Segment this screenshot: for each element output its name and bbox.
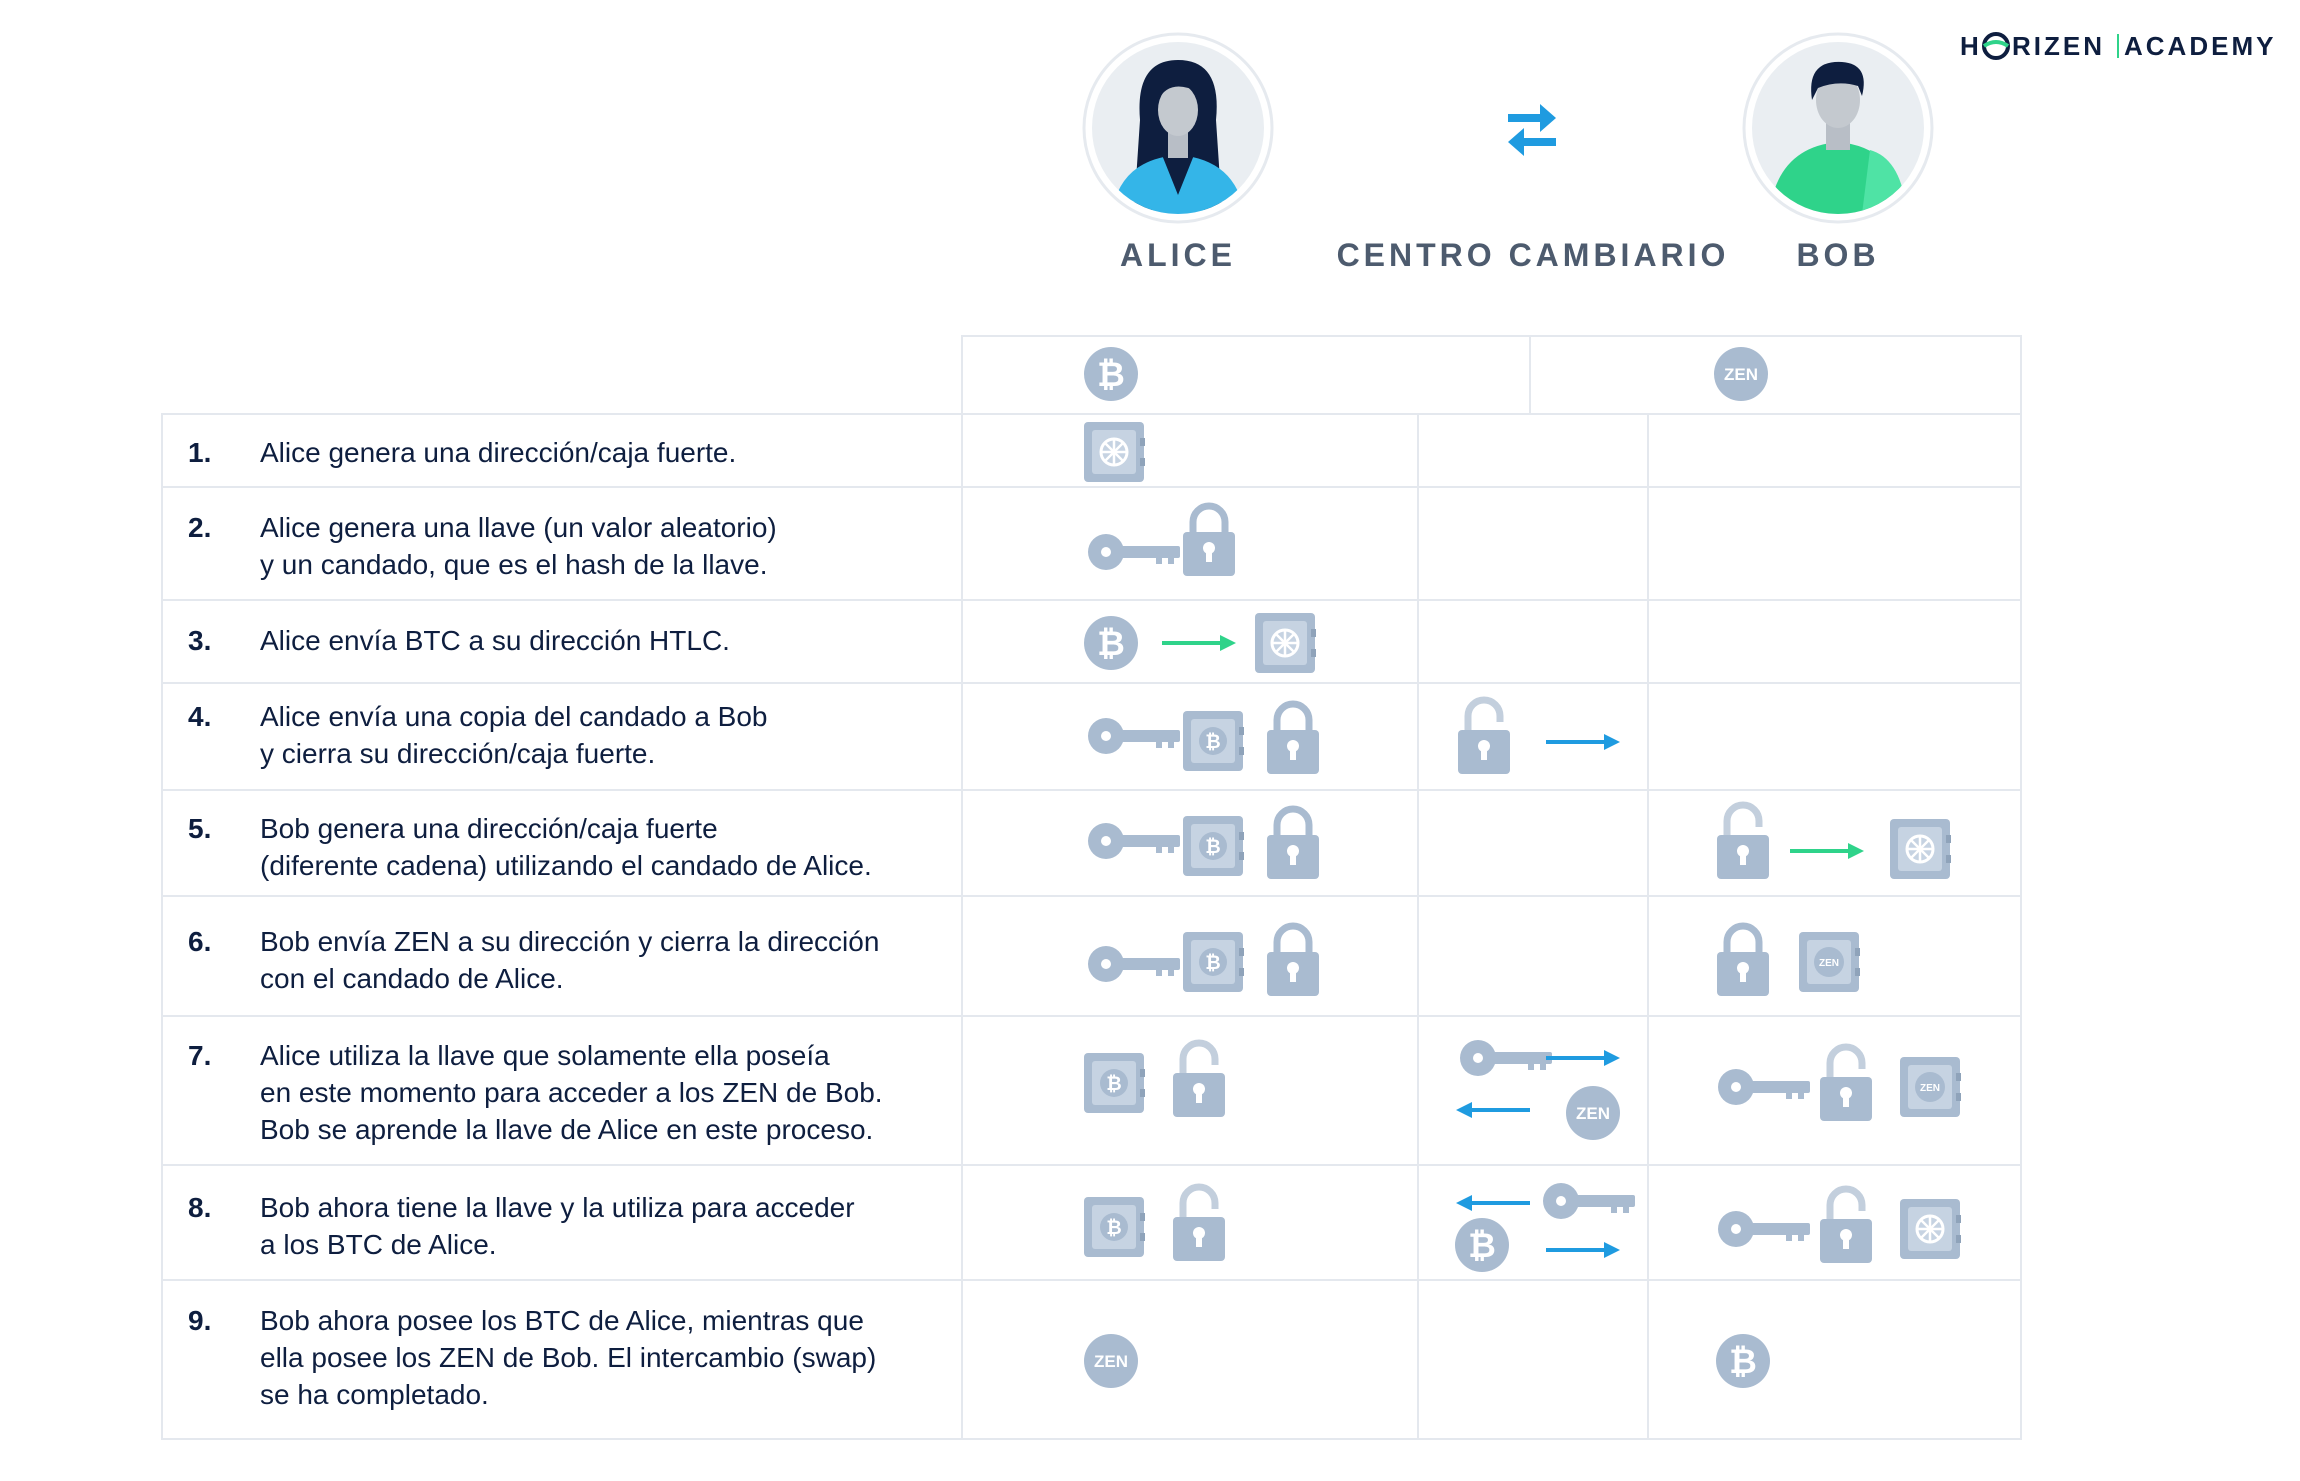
step-row-8: 8. Bob ahora tiene la llave y la utiliza… — [188, 1192, 855, 1260]
step-row-4: 4. Alice envía una copia del candado a B… — [188, 701, 768, 769]
step-text: Alice envía una copia del candado a Bob — [260, 701, 768, 732]
step-text: con el candado de Alice. — [260, 963, 564, 994]
safe-icon — [1082, 420, 1147, 484]
btc-coin-icon — [1084, 616, 1138, 670]
zen-safe-icon — [1900, 1057, 1961, 1117]
step-number: 2. — [188, 512, 211, 543]
exchange-arrows-icon — [1508, 104, 1556, 156]
step-text: Alice utiliza la llave que solamente ell… — [260, 1040, 830, 1071]
padlock-icon — [1267, 926, 1319, 996]
step-number: 5. — [188, 813, 211, 844]
padlock-open-icon — [1820, 1047, 1872, 1121]
step-row-7: 7. Alice utiliza la llave que solamente … — [188, 1040, 883, 1145]
step-text: a los BTC de Alice. — [260, 1229, 497, 1260]
padlock-icon — [1267, 809, 1319, 879]
key-icon — [1088, 718, 1180, 754]
padlock-open-icon — [1458, 700, 1510, 774]
btc-coin-icon — [1716, 1334, 1770, 1388]
key-icon — [1088, 946, 1180, 982]
step-row-1: 1. Alice genera una dirección/caja fuert… — [188, 437, 736, 468]
btc-safe-icon — [1183, 711, 1244, 771]
step-number: 3. — [188, 625, 211, 656]
table-grid — [161, 335, 2022, 1440]
step-number: 4. — [188, 701, 211, 732]
btc-safe-icon — [1084, 1053, 1145, 1113]
padlock-icon — [1267, 704, 1319, 774]
step-text: Alice genera una dirección/caja fuerte. — [260, 437, 736, 468]
arrow-right-icon — [1544, 732, 1622, 752]
step-text: Alice genera una llave (un valor aleator… — [260, 512, 777, 543]
zen-safe-icon — [1799, 932, 1860, 992]
key-icon — [1460, 1040, 1552, 1076]
safe-icon — [1888, 817, 1953, 881]
arrow-left-icon — [1454, 1100, 1532, 1120]
safe-icon — [1253, 611, 1318, 675]
actor-label-bob: BOB — [1796, 237, 1879, 273]
brand-logo: H RIZEN ACADEMY — [1960, 31, 2276, 61]
key-icon — [1543, 1183, 1635, 1219]
step-text: Bob envía ZEN a su dirección y cierra la… — [260, 926, 879, 957]
alice-avatar — [1082, 32, 1274, 224]
step-text: (diferente cadena) utilizando el candado… — [260, 850, 872, 881]
brand-o-icon — [1982, 32, 2010, 60]
arrow-right-icon — [1544, 1240, 1622, 1260]
step-text: se ha completado. — [260, 1379, 489, 1410]
step-text: en este momento para acceder a los ZEN d… — [260, 1077, 883, 1108]
step-number: 9. — [188, 1305, 211, 1336]
zen-coin-icon: ZEN — [1084, 1334, 1138, 1388]
padlock-open-icon — [1717, 805, 1769, 879]
step-number: 6. — [188, 926, 211, 957]
step-text: Bob ahora tiene la llave y la utiliza pa… — [260, 1192, 855, 1223]
arrow-right-icon — [1544, 1048, 1622, 1068]
step-text: y un candado, que es el hash de la llave… — [260, 549, 767, 580]
arrow-right-icon — [1160, 633, 1238, 653]
padlock-icon — [1717, 926, 1769, 996]
svg-text:ZEN: ZEN — [1094, 1352, 1128, 1371]
step-text: Bob se aprende la llave de Alice en este… — [260, 1114, 873, 1145]
brand-h: H — [1960, 31, 1982, 61]
step-text: Bob genera una dirección/caja fuerte — [260, 813, 718, 844]
padlock-open-icon — [1820, 1189, 1872, 1263]
arrow-left-icon — [1454, 1193, 1532, 1213]
btc-safe-icon — [1183, 932, 1244, 992]
step-text: y cierra su dirección/caja fuerte. — [260, 738, 655, 769]
padlock-open-icon — [1173, 1187, 1225, 1261]
step-row-2: 2. Alice genera una llave (un valor alea… — [188, 512, 777, 580]
column-btc-coin-icon — [1084, 347, 1138, 401]
svg-text:ZEN: ZEN — [1724, 365, 1758, 384]
step-row-6: 6. Bob envía ZEN a su dirección y cierra… — [188, 926, 879, 994]
padlock-icon — [1183, 506, 1235, 576]
key-icon — [1718, 1069, 1810, 1105]
btc-safe-icon — [1084, 1197, 1145, 1257]
arrow-right-icon — [1788, 841, 1866, 861]
step-number: 1. — [188, 437, 211, 468]
step-number: 8. — [188, 1192, 211, 1223]
step-row-3: 3. Alice envía BTC a su dirección HTLC. — [188, 625, 730, 656]
zen-coin-icon: ZEN — [1566, 1086, 1620, 1140]
btc-coin-icon — [1455, 1218, 1509, 1272]
step-text: ella posee los ZEN de Bob. El intercambi… — [260, 1342, 876, 1373]
actor-label-alice: ALICE — [1120, 237, 1236, 273]
key-icon — [1088, 823, 1180, 859]
step-text: Alice envía BTC a su dirección HTLC. — [260, 625, 730, 656]
key-icon — [1718, 1211, 1810, 1247]
steps-list: 1. Alice genera una dirección/caja fuert… — [188, 437, 883, 1410]
brand-academy: ACADEMY — [2124, 31, 2276, 61]
step-row-5: 5. Bob genera una dirección/caja fuerte … — [188, 813, 872, 881]
svg-text:ZEN: ZEN — [1576, 1104, 1610, 1123]
brand-rizen: RIZEN — [2012, 31, 2105, 61]
key-icon — [1088, 534, 1180, 570]
safe-icon — [1898, 1197, 1963, 1261]
step-number: 7. — [188, 1040, 211, 1071]
step-row-9: 9. Bob ahora posee los BTC de Alice, mie… — [188, 1305, 876, 1410]
padlock-open-icon — [1173, 1043, 1225, 1117]
step-text: Bob ahora posee los BTC de Alice, mientr… — [260, 1305, 864, 1336]
actor-label-exchange: CENTRO CAMBIARIO — [1337, 237, 1730, 273]
column-zen-coin-icon: ZEN — [1714, 347, 1768, 401]
bob-avatar — [1742, 32, 1934, 224]
btc-safe-icon — [1183, 816, 1244, 876]
